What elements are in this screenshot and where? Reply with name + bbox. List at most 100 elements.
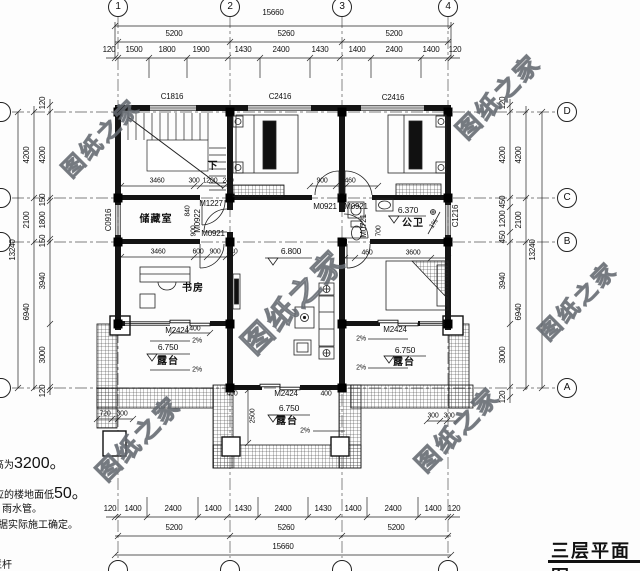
sheet-title: 三层平面图 bbox=[551, 541, 631, 571]
dim-label: 1430 bbox=[311, 45, 329, 54]
axis-label-1: 1 bbox=[115, 1, 121, 12]
dim-label: 2400 bbox=[384, 504, 402, 513]
dim-label: 4200 bbox=[498, 146, 507, 164]
dim-label: 2400 bbox=[164, 504, 182, 513]
dim-label: 5260 bbox=[277, 29, 295, 38]
level-marks bbox=[146, 211, 441, 432]
level-label: 6.750 bbox=[157, 341, 179, 352]
dim-label: 5200 bbox=[165, 29, 183, 38]
dim-label: 150 bbox=[38, 234, 47, 248]
dim-label: 3460 bbox=[150, 248, 166, 256]
dim-label: 120 bbox=[38, 384, 47, 398]
dim-label: 120 bbox=[103, 504, 117, 513]
level-label: 6.750 bbox=[278, 402, 300, 413]
dim-label: 13240 bbox=[528, 239, 537, 261]
door-code: M1227 bbox=[199, 199, 223, 208]
radiator-strips bbox=[232, 183, 442, 198]
note-line: 据实际施工确定。 bbox=[0, 516, 78, 531]
axis-label-d: D bbox=[563, 106, 571, 117]
dim-label: 120 bbox=[448, 45, 462, 54]
dim-label: 1500 bbox=[125, 45, 143, 54]
room-label-storage: 储藏室 bbox=[139, 214, 173, 225]
door-code: M0921 bbox=[201, 229, 225, 238]
dim-label: 2400 bbox=[272, 45, 290, 54]
dim-label: 1430 bbox=[314, 504, 332, 513]
windows bbox=[115, 105, 451, 390]
dim-label: 600 bbox=[192, 248, 204, 256]
dim-label: 5200 bbox=[387, 523, 405, 532]
room-label-terrace: 露台 bbox=[393, 357, 415, 368]
window-code: C2416 bbox=[268, 92, 292, 101]
furniture bbox=[139, 114, 449, 360]
dim-label: 1400 bbox=[348, 45, 366, 54]
dim-label: 2100 bbox=[22, 211, 31, 229]
dim-label: 5260 bbox=[277, 523, 295, 532]
dim-label: 450 bbox=[498, 195, 507, 209]
dim-label: 120 bbox=[38, 96, 47, 110]
dim-label: 6940 bbox=[514, 303, 523, 321]
dim-label: 1200 bbox=[202, 177, 218, 185]
dim-label: 900 bbox=[316, 177, 328, 185]
door-code: M2424 bbox=[383, 325, 407, 334]
dim-label: 6940 bbox=[22, 303, 31, 321]
door-code: M0921 bbox=[344, 202, 368, 211]
dim-label: 15660 bbox=[262, 8, 284, 17]
dim-label: 3000 bbox=[498, 346, 507, 364]
note-line: 应的楼地面低50。 bbox=[0, 479, 88, 503]
dim-label: 1800 bbox=[158, 45, 176, 54]
door-code: M0921 bbox=[313, 202, 337, 211]
dim-label: 3940 bbox=[38, 272, 47, 290]
window-code: C1816 bbox=[160, 92, 184, 101]
dim-label: 400 bbox=[226, 390, 238, 398]
dim-label: 300 bbox=[188, 177, 200, 185]
axis-label-c: C bbox=[563, 192, 571, 203]
dim-label: 700 bbox=[375, 225, 383, 237]
room-label-terrace: 露台 bbox=[157, 356, 179, 367]
slope-label: 2% bbox=[192, 366, 202, 374]
axis-bubbles bbox=[0, 0, 577, 571]
dim-label: 900 bbox=[209, 248, 221, 256]
sheet-title-underline bbox=[548, 560, 640, 563]
sliding-doors bbox=[169, 319, 419, 391]
room-label-study: 书房 bbox=[182, 283, 204, 294]
dim-label: 2500 bbox=[249, 408, 257, 424]
door-code: M2424 bbox=[274, 389, 298, 398]
dim-label: 1800 bbox=[38, 211, 47, 229]
level-label: 6.370 bbox=[397, 204, 419, 215]
window-code: C2416 bbox=[381, 93, 405, 102]
dim-label: 450 bbox=[498, 230, 507, 244]
note-text: 雨水管。 bbox=[2, 504, 42, 515]
dim-label: 4200 bbox=[514, 146, 523, 164]
columns bbox=[113, 107, 453, 393]
axis-label-4: 4 bbox=[445, 1, 451, 12]
window-code: C0916 bbox=[104, 208, 113, 232]
room-label-bath: 公卫 bbox=[402, 218, 424, 229]
dim-label: 840 bbox=[184, 205, 192, 217]
note-text: 栏杆 bbox=[0, 560, 12, 571]
dim-label: 1400 bbox=[204, 504, 222, 513]
dim-label: 1400 bbox=[124, 504, 142, 513]
dim-label: 4200 bbox=[38, 146, 47, 164]
dim-label: 150 bbox=[38, 193, 47, 207]
door-code: M2424 bbox=[165, 326, 189, 335]
dim-label: 240 bbox=[222, 177, 234, 185]
dim-label: 3000 bbox=[38, 346, 47, 364]
dim-label: 1200 bbox=[498, 210, 507, 228]
door-code: M0721 bbox=[359, 214, 368, 238]
dim-label: 15660 bbox=[272, 542, 294, 551]
dim-label: 300 bbox=[443, 412, 455, 420]
dim-label: 460 bbox=[361, 249, 373, 257]
dim-label: 3460 bbox=[149, 177, 165, 185]
note-number: 50。 bbox=[54, 485, 88, 502]
dim-label: 1430 bbox=[234, 504, 252, 513]
note-line: 高为3200。 bbox=[0, 449, 66, 473]
dim-label: 3600 bbox=[405, 249, 421, 257]
dim-label: 5200 bbox=[165, 523, 183, 532]
note-text: 据实际施工确定。 bbox=[0, 520, 78, 531]
swing-doors bbox=[199, 170, 373, 269]
note-line: 雨水管。 bbox=[2, 500, 42, 515]
dim-label: 2100 bbox=[514, 211, 523, 229]
slope-label: 2% bbox=[192, 337, 202, 345]
axis-label-a: A bbox=[563, 382, 571, 393]
